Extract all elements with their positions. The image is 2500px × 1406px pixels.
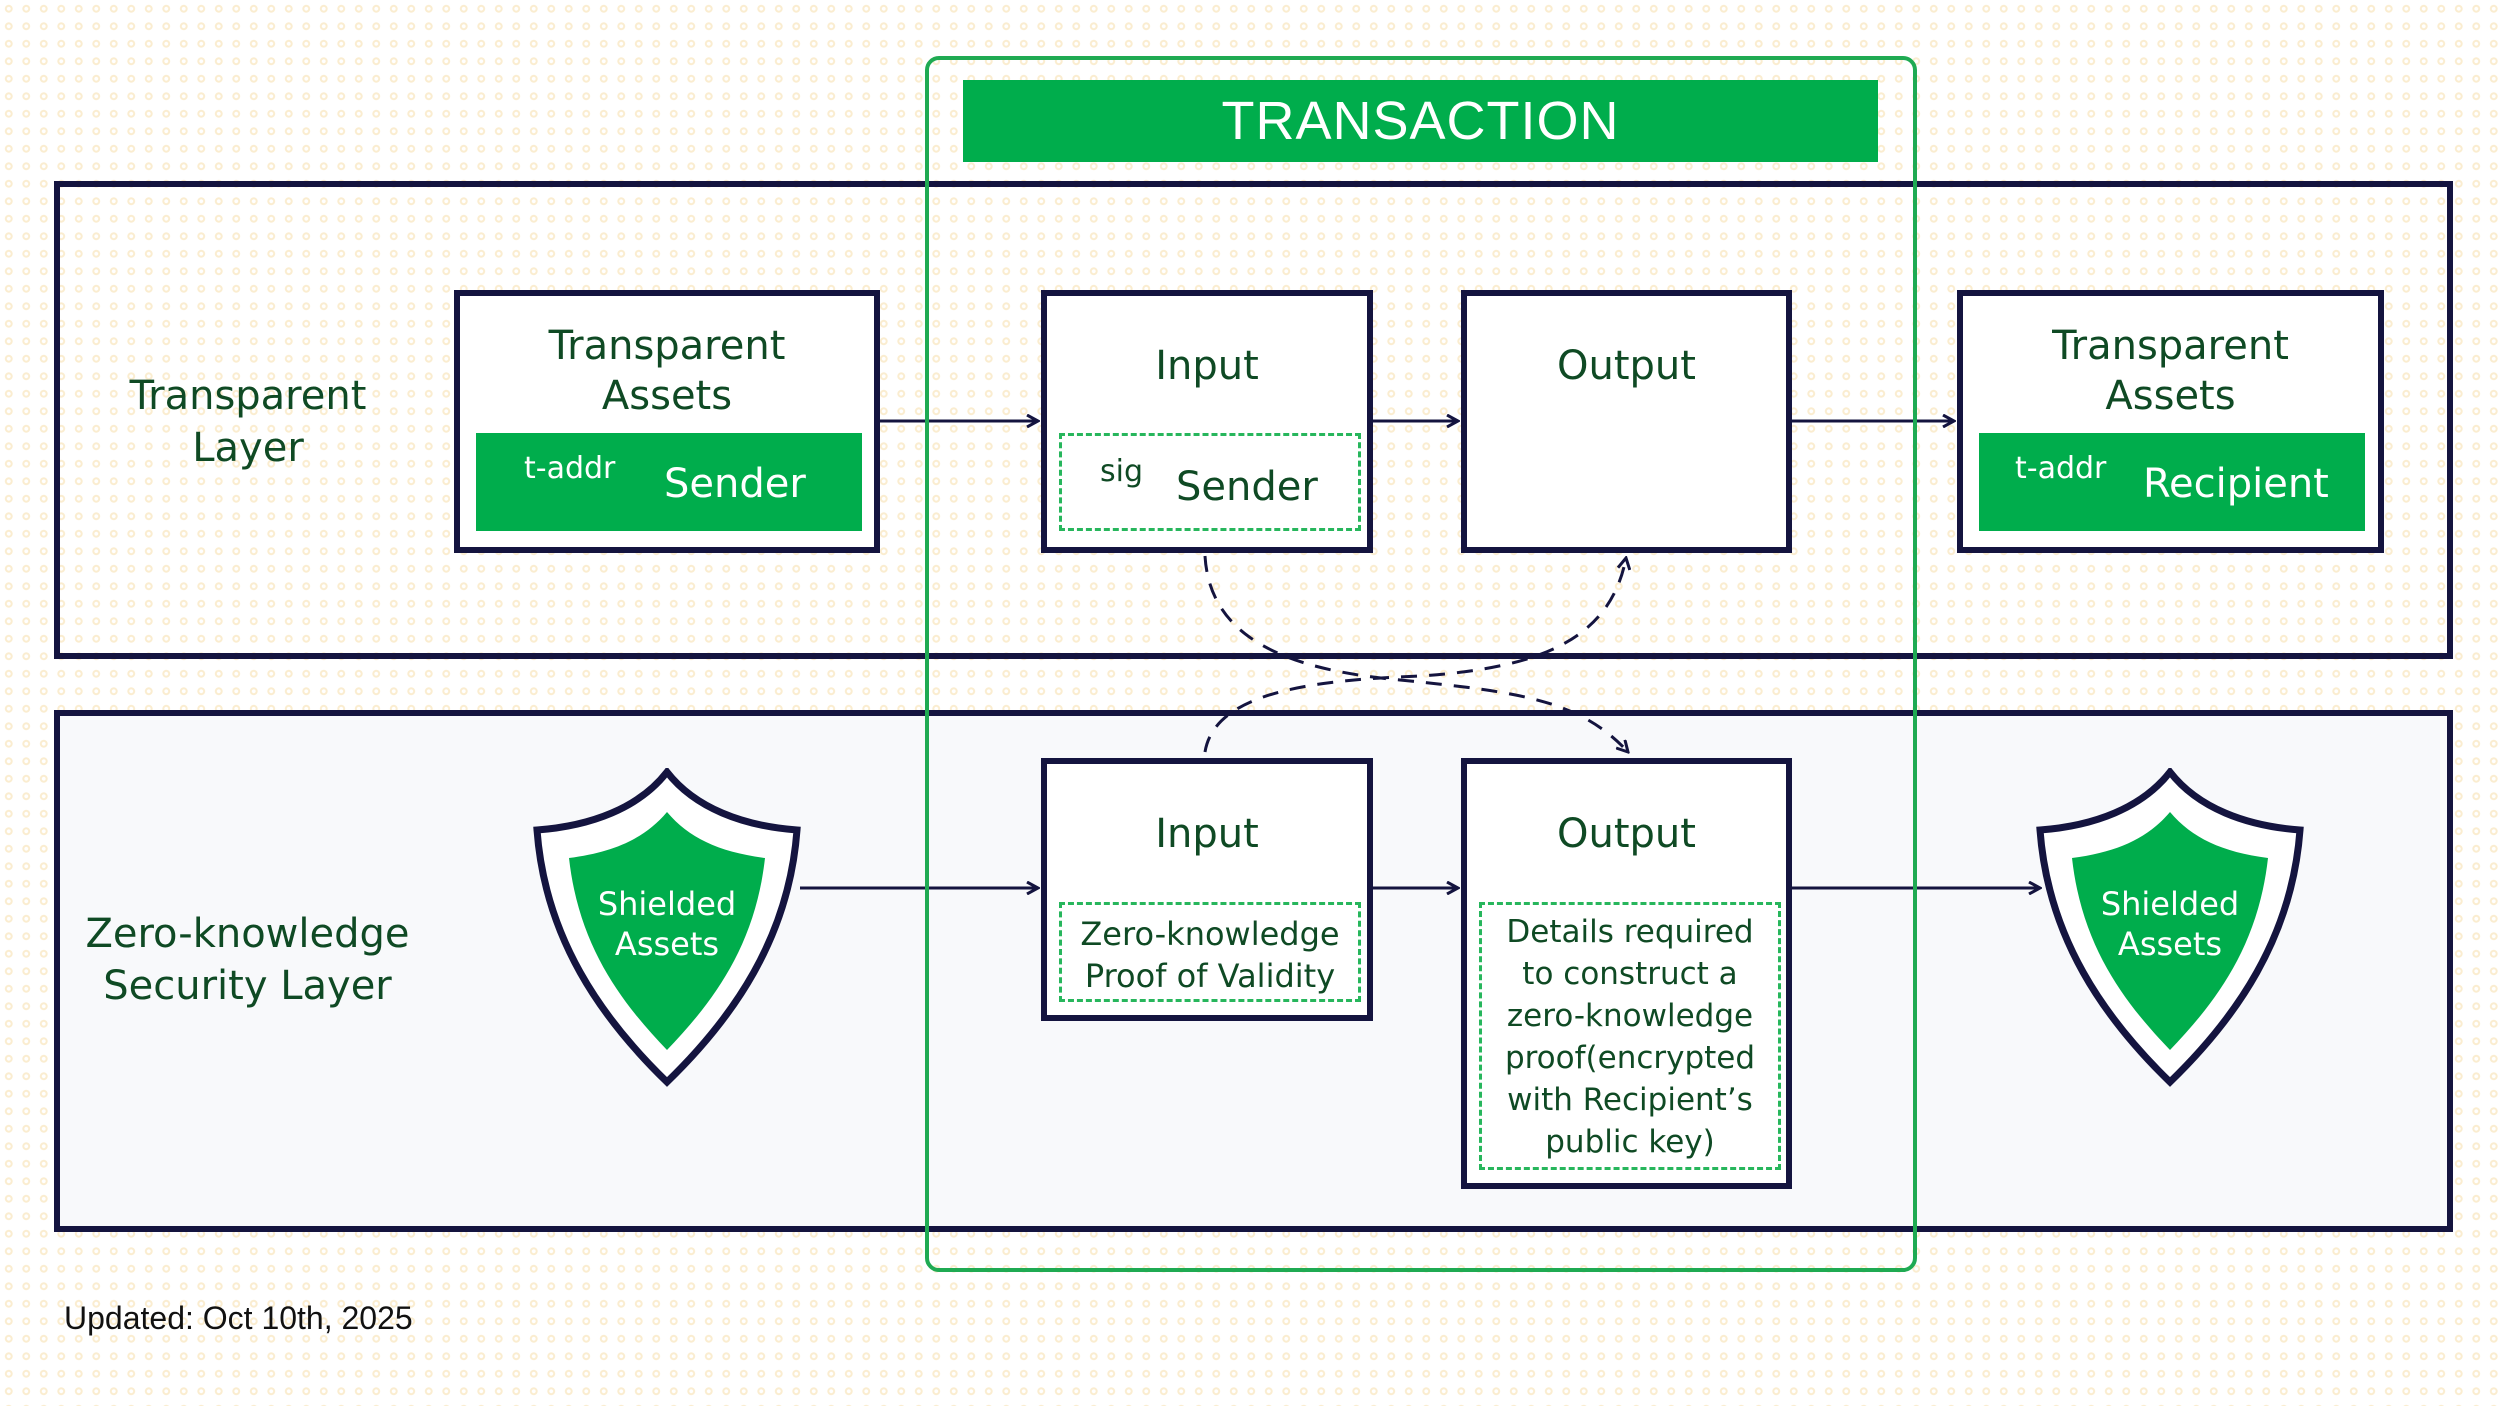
zk-proof-dashed-box: Zero-knowledge Proof of Validity (1059, 902, 1361, 1002)
right-shielded-assets: Shielded Assets (2034, 766, 2306, 1088)
zk-layer-label: Zero-knowledge Security Layer (60, 908, 435, 1012)
zk-output-detail-line: Details required (1506, 914, 1754, 950)
shield-icon (533, 766, 801, 1087)
zk-output-box: Output Details required to construct a z… (1461, 758, 1792, 1189)
sender-role-label: Sender (664, 461, 806, 507)
zk-output-detail-line: public key) (1545, 1124, 1715, 1160)
sender-transparent-assets-box: Transparent Assets t-addr Sender (454, 290, 880, 553)
recipient-taddr-label: t-addr (2015, 451, 2107, 486)
zk-proof-line1: Zero-knowledge (1080, 915, 1340, 953)
zk-output-details: Details required to construct a zero-kno… (1482, 911, 1778, 1163)
shield-icon (2036, 766, 2304, 1087)
zk-output-detail-line: to construct a (1522, 956, 1738, 992)
dashed-arrow-top-input-to-zk-output (1203, 555, 1628, 752)
sig-sender-label: Sender (1176, 464, 1318, 510)
updated-date: Updated: Oct 10th, 2025 (64, 1300, 413, 1336)
left-shielded-assets: Shielded Assets (531, 766, 803, 1088)
sig-label: sig (1100, 454, 1144, 489)
zk-output-details-dashed-box: Details required to construct a zero-kno… (1479, 902, 1781, 1170)
recipient-assets-title-line1: Transparent (2052, 323, 2289, 369)
signature-dashed-box: sig Sender (1059, 433, 1361, 531)
sender-address-bar: t-addr Sender (476, 433, 862, 531)
right-shield-line2: Assets (2117, 925, 2223, 963)
zk-output-detail-line: zero-knowledge (1506, 998, 1754, 1034)
sender-assets-title-line2: Assets (601, 373, 733, 419)
zk-input-box: Input Zero-knowledge Proof of Validity (1041, 758, 1373, 1021)
transparent-output-title: Output (1557, 343, 1696, 389)
transparent-layer-label-line2: Layer (192, 425, 304, 471)
sender-taddr-label: t-addr (524, 451, 616, 486)
zk-layer-label-line1: Zero-knowledge (85, 911, 410, 957)
zk-layer-label-line2: Security Layer (103, 963, 392, 1009)
sender-assets-title-line1: Transparent (548, 323, 786, 369)
right-shield-line1: Shielded (2100, 885, 2240, 923)
transparent-layer-label: Transparent Layer (88, 370, 408, 474)
transparent-output-box: Output (1461, 290, 1792, 553)
transparent-layer-panel (54, 181, 2453, 659)
dashed-arrow-zk-input-to-top-output (1203, 558, 1626, 753)
zk-output-detail-line: proof(encrypted (1504, 1040, 1756, 1076)
transparent-input-box: Input sig Sender (1041, 290, 1373, 553)
transparent-input-title: Input (1155, 343, 1259, 389)
zk-proof-line2: Proof of Validity (1084, 957, 1336, 995)
left-shield-line1: Shielded (597, 885, 737, 923)
transaction-header: TRANSACTION (963, 80, 1878, 162)
recipient-assets-title-line2: Assets (2105, 373, 2236, 419)
zk-output-detail-line: with Recipient’s (1507, 1082, 1753, 1118)
zk-output-title: Output (1557, 811, 1696, 857)
recipient-role-label: Recipient (2143, 461, 2329, 507)
zk-input-title: Input (1155, 811, 1259, 857)
recipient-address-bar: t-addr Recipient (1979, 433, 2365, 531)
recipient-transparent-assets-box: Transparent Assets t-addr Recipient (1957, 290, 2384, 553)
transparent-layer-label-line1: Transparent (129, 373, 367, 419)
left-shield-line2: Assets (614, 925, 720, 963)
